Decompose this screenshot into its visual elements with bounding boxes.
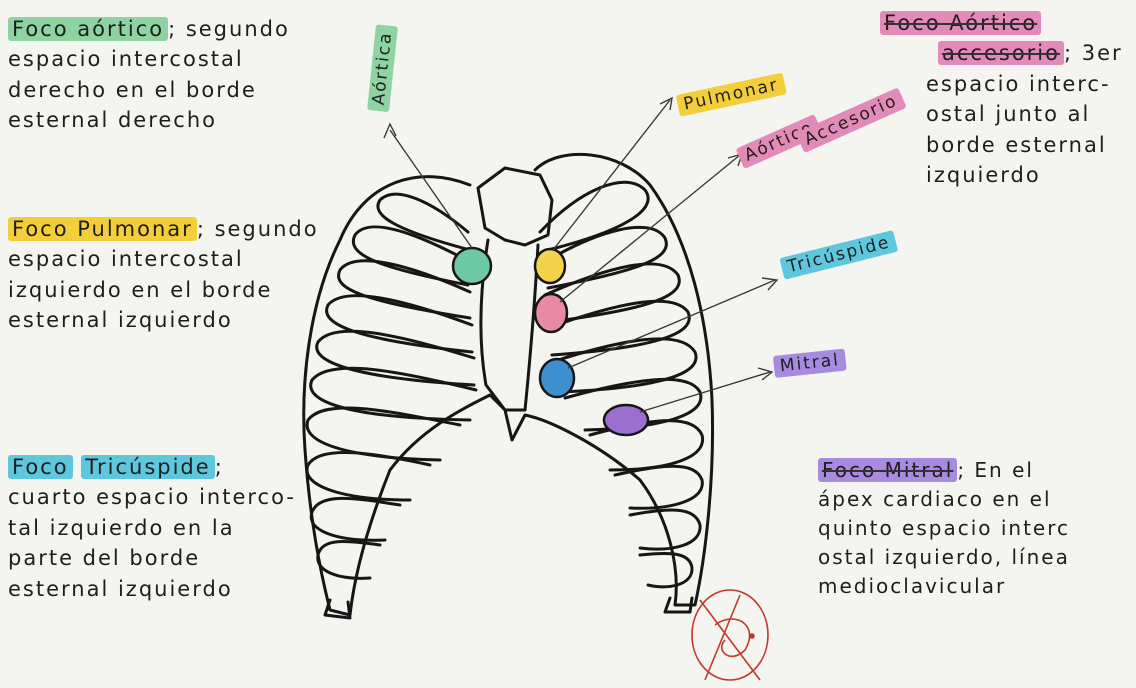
note-tricuspide-line: parte del borde: [8, 543, 296, 573]
note-tricuspide-line: cuarto espacio interco-: [8, 482, 296, 512]
note-pulmonar-title: Foco Pulmonar: [8, 217, 197, 241]
rib-r8: [615, 466, 702, 508]
rib-l5: [317, 331, 474, 385]
note-pulmonar-line: izquierdo en el borde: [8, 275, 319, 305]
note-mitral-title: Foco Mitral: [818, 458, 957, 482]
dot-tricuspide: [540, 359, 574, 397]
note-tricuspide-line: tal izquierdo en la: [8, 513, 296, 543]
dot-pulmonar: [535, 249, 565, 283]
note-mitral-line: medioclavicular: [818, 572, 1070, 601]
note-tricuspide-title-b: Tricúspide: [81, 455, 214, 479]
note-pulmonar-line: espacio intercostal: [8, 244, 319, 274]
note-aortico: Foco aórtico; segundo espacio intercosta…: [8, 14, 290, 136]
rib-l1: [378, 194, 470, 250]
rib-l2: [353, 227, 470, 285]
rib-l9: [311, 498, 400, 540]
note-aortico-rest: ; segundo: [168, 17, 290, 41]
note-aortico-accesorio-title-b: accesorio: [938, 41, 1064, 65]
note-mitral-rest: ; En el: [957, 458, 1034, 482]
note-pulmonar-rest: ; segundo: [197, 217, 319, 241]
rib-l10: [318, 541, 380, 578]
ribcage-outline: [304, 154, 713, 615]
note-mitral-line: quinto espacio interc: [818, 514, 1070, 543]
pointer-aortico-accesorio: [560, 154, 742, 302]
rib-r10: [640, 553, 692, 586]
note-mitral-line: ápex cardiaco en el: [818, 485, 1070, 514]
note-tricuspide: Foco Tricúspide; cuarto espacio interco-…: [8, 452, 296, 604]
pointer-mitral: [640, 368, 772, 412]
dot-aortico: [453, 248, 491, 284]
note-aortico-line: derecho en el borde: [8, 75, 290, 105]
pointer-pulmonar: [553, 98, 672, 250]
note-aortico-line: esternal derecho: [8, 105, 290, 135]
note-aortico-accesorio-rest: ; 3er: [1064, 41, 1123, 65]
note-aortico-accesorio-line: espacio interc-: [880, 69, 1123, 99]
note-tricuspide-line: esternal izquierdo: [8, 574, 296, 604]
note-aortico-accesorio: Foco Aórtico accesorio; 3er espacio inte…: [880, 8, 1123, 191]
manubrium: [478, 168, 552, 245]
note-aortico-title: Foco aórtico: [8, 17, 168, 41]
note-aortico-accesorio-title-a: Foco Aórtico: [880, 11, 1041, 35]
note-aortico-accesorio-line: izquierdo: [880, 160, 1123, 190]
note-pulmonar-line: esternal izquierdo: [8, 305, 319, 335]
note-mitral: Foco Mitral; En el ápex cardiaco en el q…: [818, 456, 1070, 601]
note-tricuspide-title-a: Foco: [8, 455, 73, 479]
rib-r1: [540, 182, 648, 250]
note-pulmonar: Foco Pulmonar; segundo espacio intercost…: [8, 214, 319, 336]
red-stamp: [692, 590, 768, 680]
note-mitral-line: ostal izquierdo, línea: [818, 543, 1070, 572]
dot-mitral: [604, 405, 648, 435]
note-aortico-line: espacio intercostal: [8, 44, 290, 74]
note-tricuspide-rest: ;: [215, 455, 224, 479]
note-aortico-accesorio-line: ostal junto al: [880, 99, 1123, 129]
note-aortico-accesorio-line: borde esternal: [880, 130, 1123, 160]
